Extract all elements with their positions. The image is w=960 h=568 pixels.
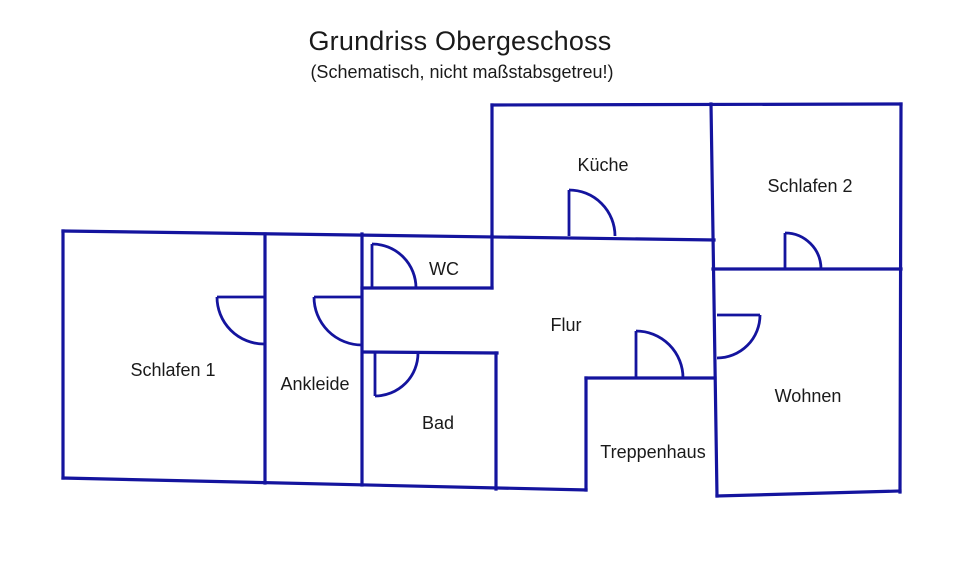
room-label-wc: WC	[429, 259, 459, 279]
door-wc-door-arc	[371, 242, 418, 289]
wall-bad-top-wall	[362, 350, 499, 355]
room-label-schlafen-2: Schlafen 2	[767, 176, 852, 196]
room-label-kueche: Küche	[577, 155, 628, 175]
room-label-ankleide: Ankleide	[280, 374, 349, 394]
wall-main-horizontal-wall	[61, 229, 716, 242]
wall-outer-bottom-wall-left	[61, 476, 588, 492]
door-schlafen-1-door-arc	[215, 296, 265, 346]
page-title: Grundriss Obergeschoss	[308, 26, 611, 56]
door-treppenhaus-door-arc	[635, 329, 685, 379]
room-label-wohnen: Wohnen	[775, 386, 842, 406]
door-schlafen-2-door-arc	[784, 231, 823, 270]
room-label-treppenhaus: Treppenhaus	[600, 442, 705, 462]
room-label-bad: Bad	[422, 413, 454, 433]
wall-outer-right-wall	[898, 102, 903, 494]
wall-divider-kueche-schlafen2-wohnen	[709, 102, 719, 498]
wall-top-wall-kueche-schlafen2	[490, 102, 903, 107]
door-kueche-door-arc	[568, 188, 617, 237]
door-wohnen-door-arc	[716, 314, 762, 360]
doors-group	[215, 188, 823, 398]
walls-group	[61, 102, 903, 498]
room-label-flur: Flur	[551, 315, 582, 335]
wall-wohnen-bottom-wall	[715, 489, 902, 498]
page-subtitle: (Schematisch, nicht maßstabsgetreu!)	[310, 62, 613, 82]
door-bad-door-arc	[374, 352, 420, 398]
door-ankleide-door-arc	[312, 296, 363, 347]
room-label-schlafen-1: Schlafen 1	[130, 360, 215, 380]
